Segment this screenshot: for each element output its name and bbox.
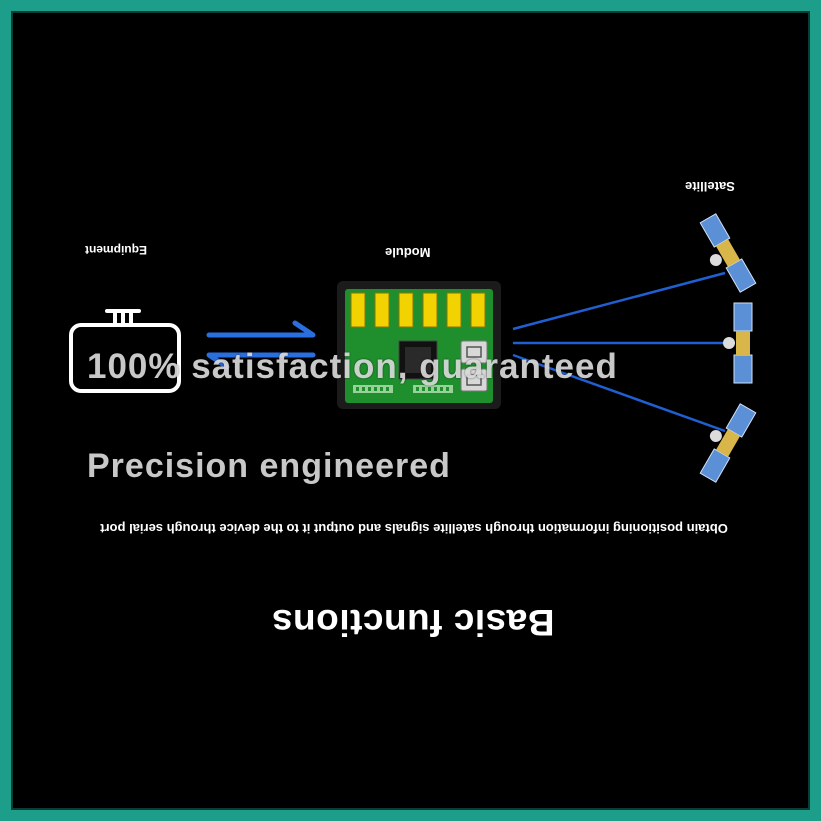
satellite-icon (723, 302, 753, 384)
satellite-icon (699, 403, 757, 483)
equipment-label: Equipment (85, 243, 147, 257)
watermark-precision: Precision engineered (87, 447, 451, 485)
device-icon (69, 309, 181, 393)
watermark-satisfaction: 100% satisfaction, guaranteed (87, 347, 618, 386)
signal-line-bottom (512, 353, 726, 433)
gnss-module-board (337, 281, 501, 409)
bidirectional-arrows-icon (206, 320, 316, 370)
section-heading: Basic functions (271, 602, 555, 643)
canvas: Satellite Module Equipment Obtain positi… (11, 11, 810, 810)
diagram (69, 213, 757, 483)
signal-lines (512, 271, 735, 433)
signal-line-top (512, 271, 726, 331)
module-label: Module (385, 245, 431, 260)
satellite-icon (699, 213, 757, 293)
satellite-label: Satellite (685, 179, 735, 194)
description-text: Obtain positioning information through s… (100, 521, 728, 536)
